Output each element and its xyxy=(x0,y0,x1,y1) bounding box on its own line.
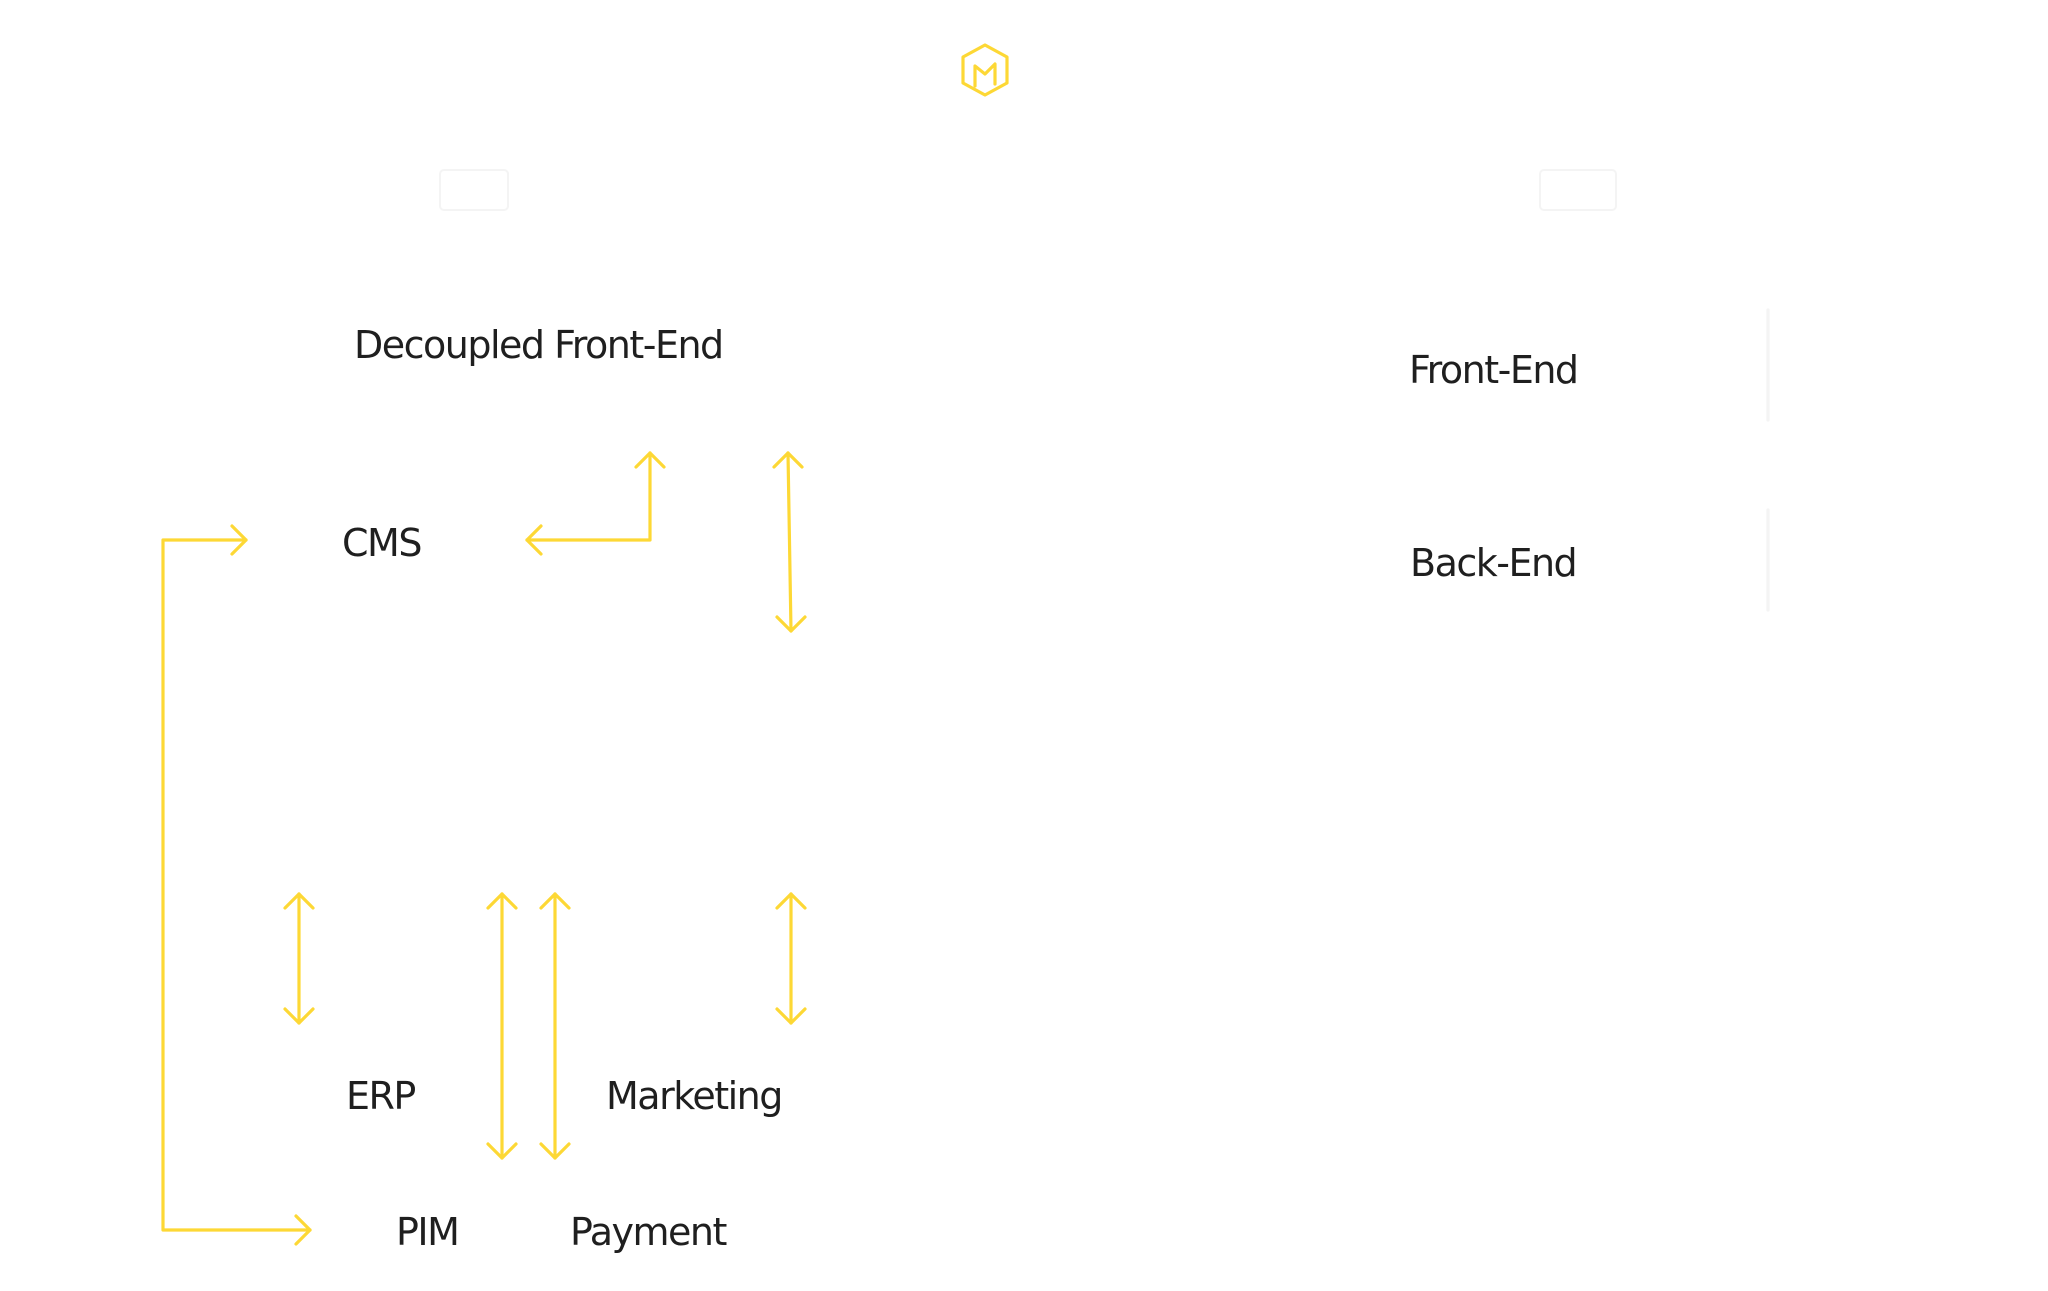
ghost-panel-right xyxy=(1539,169,1617,211)
hexagon-logo-icon xyxy=(961,43,1009,97)
frontend-core-double-arrow xyxy=(772,451,807,633)
marketing-double-arrow xyxy=(775,892,807,1025)
back-end-label: Back-End xyxy=(1410,541,1578,585)
pim-label: PIM xyxy=(396,1210,460,1254)
ghost-panel-left xyxy=(439,169,509,211)
payment-double-arrow xyxy=(539,892,571,1160)
cms-to-frontend-arrow xyxy=(525,451,666,556)
pim-double-arrow xyxy=(486,892,518,1160)
erp-double-arrow xyxy=(283,892,315,1025)
marketing-label: Marketing xyxy=(606,1074,783,1118)
decoupled-frontend-label: Decoupled Front-End xyxy=(354,323,724,367)
payment-label: Payment xyxy=(570,1210,727,1254)
cms-pim-bracket-arrow xyxy=(161,524,312,1246)
cms-label: CMS xyxy=(342,521,422,565)
front-end-label: Front-End xyxy=(1409,348,1579,392)
erp-label: ERP xyxy=(346,1074,416,1118)
